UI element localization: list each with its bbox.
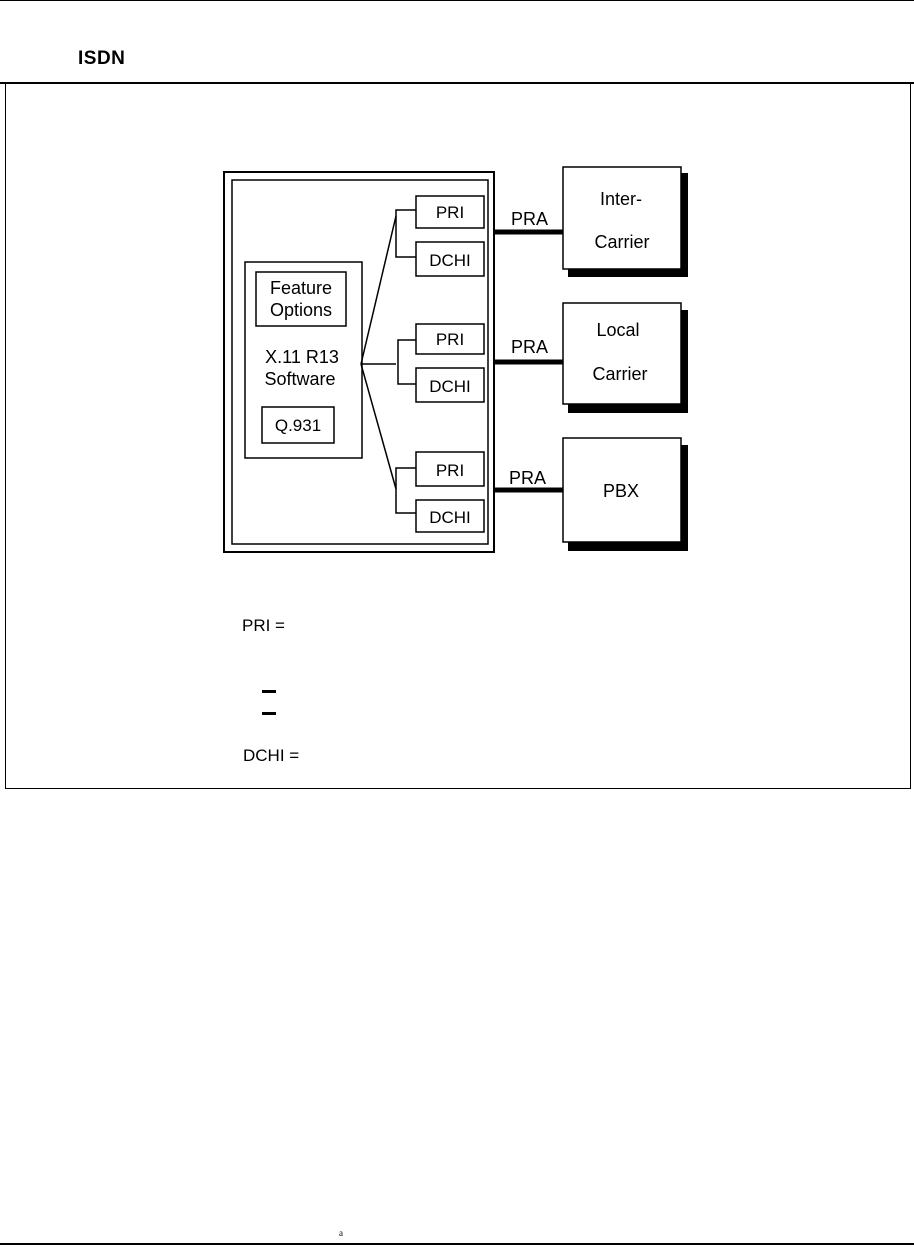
legend-dchi: DCHI = xyxy=(243,746,300,765)
pri-label-3: PRI xyxy=(436,461,464,480)
endpoint-1-line2: Carrier xyxy=(594,232,649,252)
bracket-2 xyxy=(397,339,416,385)
top-rule xyxy=(0,0,914,1)
dchi-label-2: DCHI xyxy=(429,377,471,396)
pra-label-1: PRA xyxy=(511,209,548,229)
bracket-3 xyxy=(395,467,416,514)
bottom-rule xyxy=(0,1243,914,1245)
software-line2: Software xyxy=(264,369,335,389)
pra-label-2: PRA xyxy=(511,337,548,357)
endpoint-box-2 xyxy=(562,302,682,405)
legend-dash-1 xyxy=(262,690,276,693)
endpoint-box-3 xyxy=(562,437,682,543)
figure-top-rule xyxy=(0,82,914,84)
dchi-box-3 xyxy=(415,499,485,533)
feature-options-line2: Options xyxy=(270,300,332,320)
fan-line-bottom xyxy=(360,363,397,490)
pri-box-2 xyxy=(415,323,485,355)
dchi-label-3: DCHI xyxy=(429,508,471,527)
feature-options-line1: Feature xyxy=(270,278,332,298)
fan-line-top xyxy=(360,215,397,365)
pra-label-3: PRA xyxy=(509,468,546,488)
dchi-box-1 xyxy=(415,241,485,277)
endpoint-2-line2: Carrier xyxy=(592,364,647,384)
endpoint-1-line1: Inter- xyxy=(600,189,642,209)
switch-frame-inner xyxy=(231,179,489,545)
legend-dash-2 xyxy=(262,712,276,715)
q931-label: Q.931 xyxy=(275,416,321,435)
dchi-label-1: DCHI xyxy=(429,251,471,270)
feature-options-box xyxy=(255,271,347,327)
legend-pri: PRI = xyxy=(242,616,285,635)
pri-label-1: PRI xyxy=(436,203,464,222)
footer-mark: a xyxy=(339,1228,343,1238)
dchi-box-2 xyxy=(415,367,485,403)
endpoint-2-line1: Local xyxy=(596,320,639,340)
figure-frame xyxy=(5,83,911,789)
endpoint-3-line1: PBX xyxy=(603,481,639,501)
pri-box-3 xyxy=(415,451,485,487)
endpoint-box-1 xyxy=(562,166,682,270)
isdn-diagram: Feature Options X.11 R13 Software Q.931 … xyxy=(223,166,688,553)
header-title: ISDN xyxy=(78,48,126,69)
q931-box xyxy=(261,406,335,444)
software-line1: X.11 R13 xyxy=(265,347,339,367)
pri-box-1 xyxy=(415,195,485,229)
pri-label-2: PRI xyxy=(436,330,464,349)
bracket-1 xyxy=(395,209,416,258)
